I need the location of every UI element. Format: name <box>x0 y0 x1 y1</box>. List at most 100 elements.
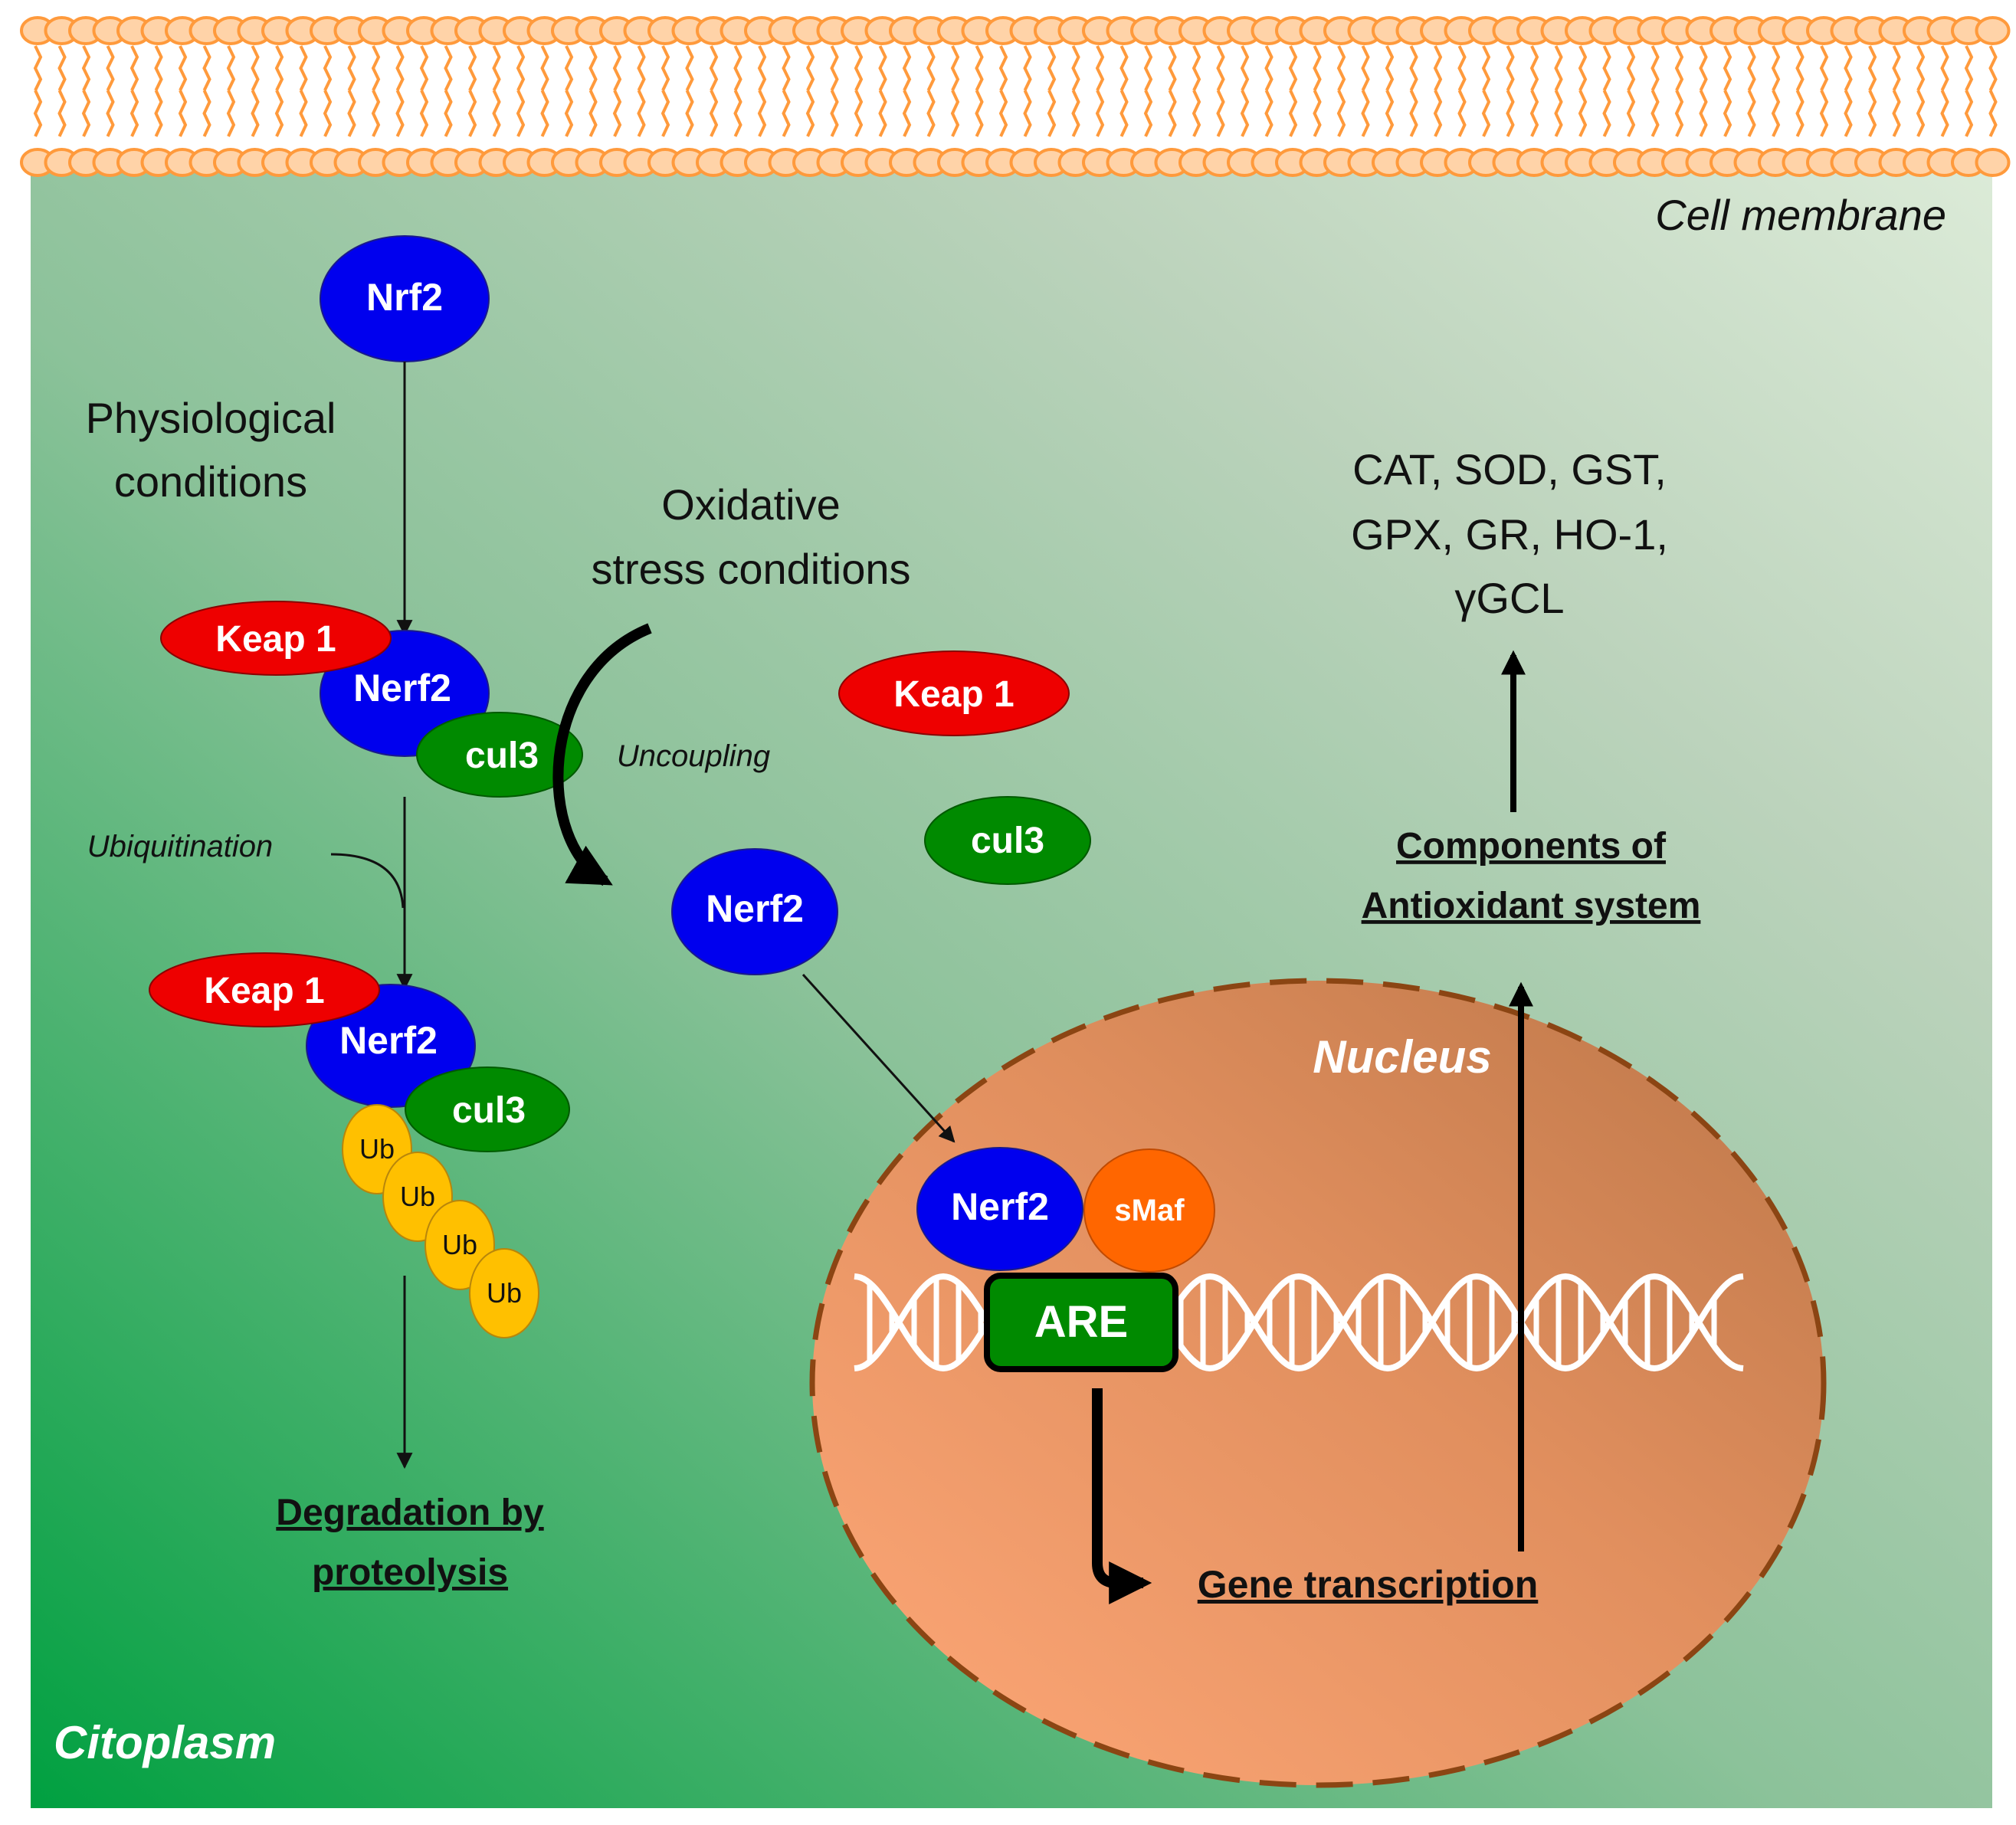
lipid-tail <box>57 90 67 137</box>
enzymes-line1: CAT, SOD, GST, <box>1352 445 1667 493</box>
lipid-tail <box>1964 90 1974 137</box>
nerf2-nuclear <box>916 1147 1083 1271</box>
ub-1-label: Ub <box>359 1133 395 1165</box>
lipid-tail <box>106 90 115 137</box>
lipid-tail <box>709 90 719 137</box>
lipid-tail <box>926 90 936 137</box>
antioxidant-line2: Antioxidant system <box>1362 886 1701 926</box>
transcription-arrow <box>1092 1388 1152 1604</box>
lipid-tail <box>1336 90 1346 137</box>
lipid-tail <box>1119 90 1129 137</box>
keap1-complex2 <box>149 952 380 1027</box>
lipid-tail <box>1771 90 1781 137</box>
lipid-tail <box>1626 45 1636 91</box>
lipid-tail <box>1361 90 1370 137</box>
lipid-head <box>1975 16 2011 45</box>
lipid-tail <box>564 90 574 137</box>
lipid-tail <box>998 90 1008 137</box>
lipid-tail <box>492 45 501 91</box>
lipid-tail <box>323 45 333 91</box>
antioxidant-line1: Components of <box>1396 826 1667 867</box>
lipid-tail <box>1143 45 1153 91</box>
lipid-tail <box>1795 45 1805 91</box>
lipid-tail <box>588 45 598 91</box>
lipid-tail <box>371 90 381 137</box>
nerf2-complex1-label: Nerf2 <box>353 667 451 709</box>
lipid-tail <box>637 45 646 91</box>
lipid-tail <box>902 90 912 137</box>
lipid-tail <box>661 90 670 137</box>
lipid-tail <box>1771 45 1781 91</box>
lipid-tail <box>950 90 960 137</box>
lipid-tail <box>1916 90 1926 137</box>
lipid-tail <box>854 45 864 91</box>
lipid-tail <box>1071 45 1080 91</box>
lipid-tail <box>1095 90 1105 137</box>
lipid-tail <box>1795 90 1805 137</box>
lipid-tail <box>299 90 308 137</box>
lipid-tail <box>1143 90 1153 137</box>
lipid-tail <box>1216 45 1225 91</box>
gene-transcription-label: Gene transcription <box>1198 1563 1539 1606</box>
lipid-tail <box>395 45 405 91</box>
lipid-tail <box>154 90 163 137</box>
lipid-tail <box>1892 45 1901 91</box>
lipid-tail <box>1433 45 1443 91</box>
ub-4-label: Ub <box>487 1277 522 1309</box>
lipid-tail <box>1481 45 1491 91</box>
lipid-tail <box>950 45 960 91</box>
lipid-tail <box>251 90 260 137</box>
lipid-tail <box>444 45 453 91</box>
lipid-tail <box>805 45 815 91</box>
keap1-free <box>838 650 1070 736</box>
lipid-tail <box>81 45 91 91</box>
lipid-tail <box>1168 90 1177 137</box>
lipid-tail <box>419 90 429 137</box>
degradation-line2: proteolysis <box>312 1552 508 1593</box>
lipid-tail <box>1844 90 1853 137</box>
lipid-tail <box>1336 45 1346 91</box>
lipid-tail <box>1892 90 1901 137</box>
lipid-tail <box>178 90 188 137</box>
lipid-tail <box>1988 90 1998 137</box>
lipid-tail <box>975 45 984 91</box>
lipid-tail <box>444 90 453 137</box>
enzymes-line2: GPX, GR, HO-1, <box>1351 510 1668 559</box>
lipid-tail <box>1578 45 1588 91</box>
lipid-tail <box>323 90 333 137</box>
cul3-complex1-label: cul3 <box>465 736 539 776</box>
cul3-free-label: cul3 <box>971 821 1044 861</box>
lipid-tail <box>1699 90 1708 137</box>
lipid-tail <box>1578 90 1588 137</box>
cul3-complex1 <box>416 712 583 798</box>
lipid-tail <box>1192 45 1201 91</box>
lipid-tail <box>33 90 43 137</box>
lipid-tail <box>1723 90 1732 137</box>
keap1-free-label: Keap 1 <box>893 674 1014 715</box>
lipid-tail <box>1168 45 1177 91</box>
lipid-tail <box>274 45 284 91</box>
keap1-complex1 <box>160 601 392 676</box>
lipid-tail <box>1650 45 1660 91</box>
ubiquitination-curve <box>330 853 405 909</box>
ubiquitination-label: Ubiquitination <box>87 830 273 863</box>
lipid-tail <box>1385 90 1395 137</box>
lipid-tail <box>1361 45 1370 91</box>
lipid-tail <box>612 90 622 137</box>
lipid-tail <box>347 90 356 137</box>
lipid-tail <box>129 45 139 91</box>
lipid-tail <box>1529 90 1539 137</box>
lipid-tail <box>782 45 791 91</box>
lipid-tail <box>419 45 429 91</box>
uncoupling-label: Uncoupling <box>617 739 770 773</box>
lipid-tail <box>1529 45 1539 91</box>
lipid-tail <box>1433 90 1443 137</box>
lipid-tail <box>347 45 356 91</box>
lipid-tail <box>1047 45 1057 91</box>
lipid-tail <box>998 45 1008 91</box>
degradation-line1: Degradation by <box>276 1492 544 1533</box>
lipid-tail <box>1964 45 1974 91</box>
ubiquitin-chain: Ub Ub Ub Ub <box>342 1104 539 1338</box>
lipid-tail <box>1819 90 1829 137</box>
lipid-tail <box>902 45 912 91</box>
